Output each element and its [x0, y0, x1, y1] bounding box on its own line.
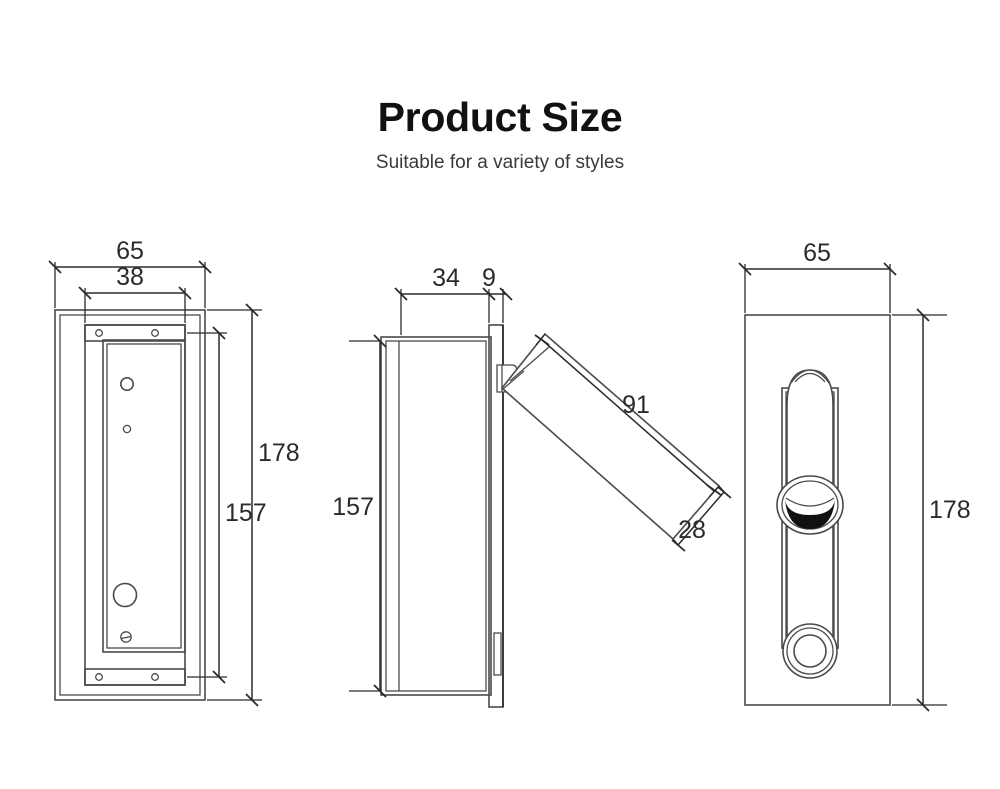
face-lamp-cap-outer: [790, 369, 830, 384]
side-dim-91: 91: [534, 333, 722, 498]
front-bottom-bracket: [84, 668, 186, 686]
lamp-cap-line: [509, 346, 550, 382]
front-bottom-screw-left: [95, 673, 103, 681]
page-header: Product Size Suitable for a variety of s…: [0, 94, 1000, 175]
front-top-screw-right: [151, 329, 159, 337]
front-dim-178-label: 178: [258, 439, 300, 467]
side-recess-body: [380, 336, 492, 696]
side-dim-34: 34: [394, 264, 496, 335]
front-small-hole: [122, 424, 132, 434]
front-dim-178: 178: [207, 303, 300, 707]
side-dim-28: 28: [671, 485, 732, 552]
face-dim-65-label: 65: [803, 239, 831, 267]
face-body-plate: [744, 314, 891, 706]
side-view: 34 9 157: [332, 264, 732, 708]
side-recess-inner: [385, 340, 487, 692]
face-lamp-cap-inner: [794, 372, 826, 383]
lamp-body: [500, 332, 721, 541]
face-dim-178: 178: [892, 308, 971, 712]
front-dim-65: 65: [48, 237, 212, 308]
front-panel-inner: [106, 343, 182, 649]
page-title: Product Size: [377, 94, 623, 140]
side-lamp-cylinder: [500, 332, 721, 541]
face-view: 65 178: [738, 239, 971, 712]
side-dim-157-label: 157: [332, 493, 374, 521]
front-dim-157-label: 157: [225, 499, 267, 527]
face-lens-shadow: [785, 500, 835, 529]
side-dim-9: 9: [482, 264, 513, 323]
front-dim-38: 38: [78, 263, 192, 323]
front-dim-157: 157: [187, 326, 267, 684]
front-panel: [102, 339, 186, 653]
face-dim-178-label: 178: [929, 496, 971, 524]
front-lamp-hole: [120, 376, 135, 391]
front-dim-38-label: 38: [116, 263, 144, 291]
side-bottom-tab: [493, 632, 502, 676]
front-recess-body: [84, 324, 186, 686]
side-dim-91-label: 91: [622, 391, 650, 419]
face-lens-highlight: [785, 497, 835, 507]
front-button-hole: [112, 582, 138, 608]
front-bottom-screw-right: [151, 673, 159, 681]
lamp-hinge-line: [502, 370, 525, 390]
side-dim-9-label: 9: [482, 264, 496, 292]
front-screw-slot: [121, 635, 131, 640]
side-dim-34-label: 34: [432, 264, 460, 292]
side-dim-157: 157: [332, 334, 387, 698]
side-dim-28-label: 28: [678, 516, 706, 544]
front-view: 65 38 178: [48, 237, 300, 707]
front-outer-frame: [54, 309, 206, 701]
face-button-inner: [793, 634, 827, 668]
face-dim-65: 65: [738, 239, 897, 313]
front-outer-frame-inner: [59, 314, 201, 696]
page-subtitle: Suitable for a variety of styles: [375, 151, 625, 173]
front-top-bracket: [84, 324, 186, 342]
front-top-screw-left: [95, 329, 103, 337]
front-dim-65-label: 65: [116, 237, 144, 265]
